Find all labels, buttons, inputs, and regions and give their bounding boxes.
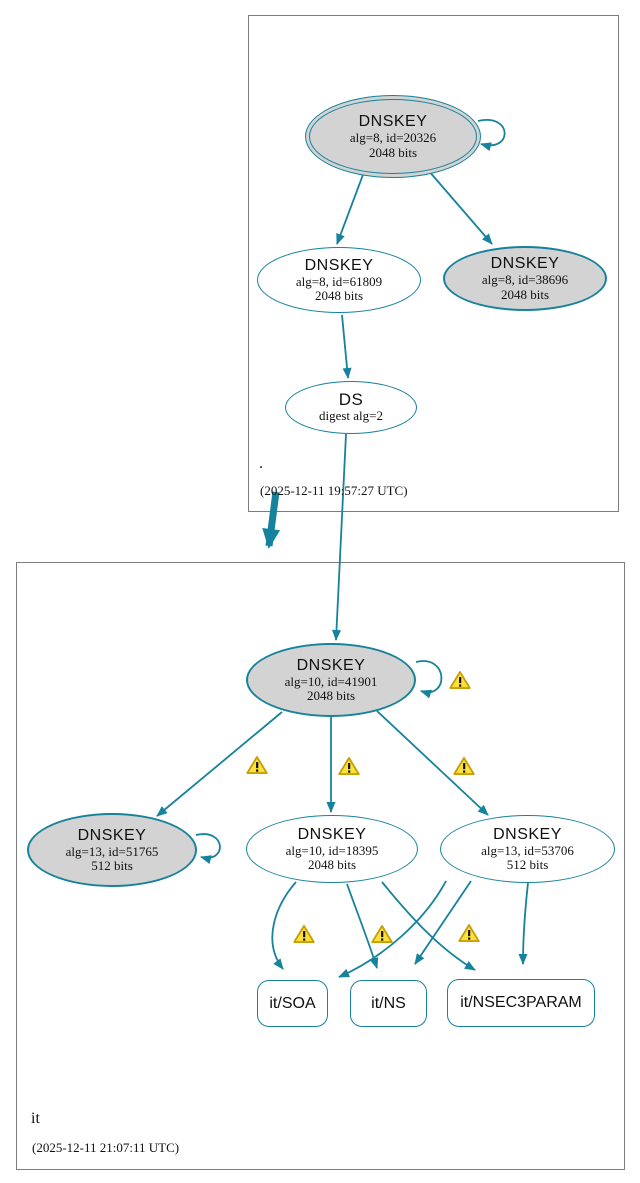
warning-icon[interactable] <box>371 924 393 944</box>
node-type: DNSKEY <box>358 113 428 130</box>
node-type: DNSKEY <box>297 825 367 843</box>
node-type: DNSKEY <box>304 256 374 274</box>
warning-icon[interactable] <box>453 756 475 776</box>
self-loop-dnskey41901 <box>415 660 443 699</box>
node-alg-id: alg=10, id=18395 <box>285 842 379 858</box>
node-bits: 2048 bits <box>500 286 550 302</box>
node-alg-id: alg=13, id=51765 <box>65 843 159 859</box>
rrset-node-it-soa[interactable]: it/SOA <box>257 980 328 1027</box>
node-bits: 2048 bits <box>368 144 418 160</box>
delegation-arrow <box>262 491 281 549</box>
dnskey-node-51765[interactable]: DNSKEY alg=13, id=51765 512 bits <box>27 813 197 887</box>
node-alg-id: alg=8, id=38696 <box>481 272 569 287</box>
node-bits: 512 bits <box>91 858 133 873</box>
edge-ksk20326-to-dnskey61809 <box>336 171 365 245</box>
node-alg-id: alg=10, id=41901 <box>284 673 378 689</box>
warning-icon[interactable] <box>293 924 315 944</box>
node-digest: digest alg=2 <box>318 408 384 424</box>
rrset-label: it/SOA <box>269 994 316 1012</box>
warning-icon[interactable] <box>246 755 268 775</box>
self-loop-dnskey51765 <box>195 833 221 864</box>
edge-18395-to-soa <box>271 881 297 970</box>
rrset-label: it/NSEC3PARAM <box>460 994 582 1011</box>
zone-label-root: . <box>259 455 263 472</box>
node-type: DNSKEY <box>77 826 147 844</box>
dnskey-node-38696[interactable]: DNSKEY alg=8, id=38696 2048 bits <box>443 246 607 311</box>
node-alg-id: alg=8, id=20326 <box>349 130 437 145</box>
ds-node[interactable]: DS digest alg=2 <box>285 381 417 434</box>
dnskey-node-61809[interactable]: DNSKEY alg=8, id=61809 2048 bits <box>257 247 421 313</box>
zone-box-it <box>16 562 625 1170</box>
node-type: DNSKEY <box>296 656 366 674</box>
zone-box-root <box>248 15 619 512</box>
edge-ds-to-dnskey41901 <box>331 433 347 641</box>
rrset-node-it-nsec3param[interactable]: it/NSEC3PARAM <box>447 979 595 1027</box>
zone-label-it: it <box>31 1110 40 1127</box>
self-loop-ksk20326 <box>477 119 506 152</box>
edge-53706-to-soa <box>338 880 447 978</box>
node-type: DNSKEY <box>493 825 562 843</box>
dnskey-node-53706[interactable]: DNSKEY alg=13, id=53706 512 bits <box>440 815 615 883</box>
dnskey-node-18395[interactable]: DNSKEY alg=10, id=18395 2048 bits <box>246 815 418 883</box>
rrset-node-it-ns[interactable]: it/NS <box>350 980 427 1027</box>
edge-ksk20326-to-dnskey38696 <box>427 169 493 245</box>
edge-dnskey61809-to-ds <box>341 314 352 379</box>
edge-18395-to-ns <box>346 883 379 969</box>
edge-41901-to-53706 <box>376 710 489 816</box>
zone-timestamp-it: (2025-12-11 21:07:11 UTC) <box>32 1140 180 1155</box>
node-bits: 2048 bits <box>306 688 356 703</box>
node-type: DNSKEY <box>490 255 560 272</box>
dnskey-node-41901[interactable]: DNSKEY alg=10, id=41901 2048 bits <box>246 643 416 717</box>
rrset-label: it/NS <box>371 994 406 1012</box>
warning-icon[interactable] <box>338 756 360 776</box>
warning-icon[interactable] <box>458 923 480 943</box>
node-bits: 2048 bits <box>314 288 364 303</box>
node-alg-id: alg=8, id=61809 <box>295 273 383 289</box>
node-type: DS <box>338 390 364 410</box>
node-alg-id: alg=13, id=53706 <box>481 842 574 858</box>
edge-53706-to-nsec3param <box>518 882 529 965</box>
node-bits: 512 bits <box>506 857 549 872</box>
node-bits: 2048 bits <box>307 857 357 872</box>
edge-41901-to-51765 <box>156 711 283 817</box>
edge-53706-to-ns <box>414 880 472 965</box>
dnskey-node-20326[interactable]: DNSKEY alg=8, id=20326 2048 bits <box>305 95 481 178</box>
warning-icon[interactable] <box>449 670 471 690</box>
edge-18395-to-nsec3param <box>381 881 476 971</box>
zone-timestamp-root: (2025-12-11 19:57:27 UTC) <box>260 483 408 498</box>
